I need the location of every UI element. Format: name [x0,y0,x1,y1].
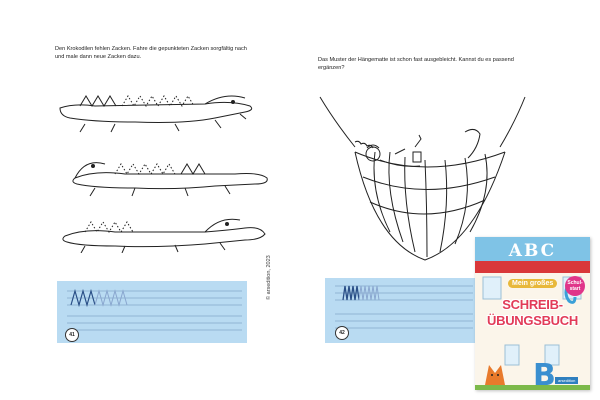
instruction-left-line1: Den Krokodilen fehlen Zacken. Fahre die … [55,46,247,52]
writing-lines-right [335,285,473,329]
cover-abc-letters: ABC [508,241,557,261]
zigzag-pattern-left [70,288,96,308]
cover-publisher: arsedition [555,377,579,384]
cover-roof [475,261,590,273]
instruction-right-line1: Das Muster der Hängematte ist schon fast… [318,57,514,63]
loop-pattern-right [342,285,360,301]
copyright-text: © arsedition, 2023 [266,255,272,300]
cover-mein-label: Mein großes [508,279,558,288]
instruction-left-line2: und male dann neue Zacken dazu. [55,53,142,60]
practice-box-right: 42 [325,278,475,343]
crocodile-illustration [59,95,268,253]
left-page: Den Krokodilen fehlen Zacken. Fahre die … [55,46,280,343]
svg-text:B: B [533,358,556,390]
cover-sky [475,237,590,263]
cover-badge-line1: Schul- [567,280,583,286]
writing-lines-left [67,288,242,331]
instruction-left: Den Krokodilen fehlen Zacken. Fahre die … [55,46,280,61]
page-number-left: 41 [65,328,79,342]
practice-box-left: 41 [57,281,247,343]
book-cover: ABC B Mein großes Schul- start SCHREIB- … [475,237,590,390]
cover-title-line1: SCHREIB- [502,297,563,312]
right-page: Das Muster der Hängematte ist schon fast… [300,0,600,400]
hammock-illustration [319,96,526,261]
cover-badge: Schul- start [565,276,585,296]
page-number-right: 42 [335,326,349,340]
instruction-right-line2: ergänzen? [318,64,345,71]
cover-badge-line2: start [569,286,581,292]
instruction-right: Das Muster der Hängematte ist schon fast… [318,57,543,72]
cover-title-line2: ÜBUNGSBUCH [487,313,578,328]
